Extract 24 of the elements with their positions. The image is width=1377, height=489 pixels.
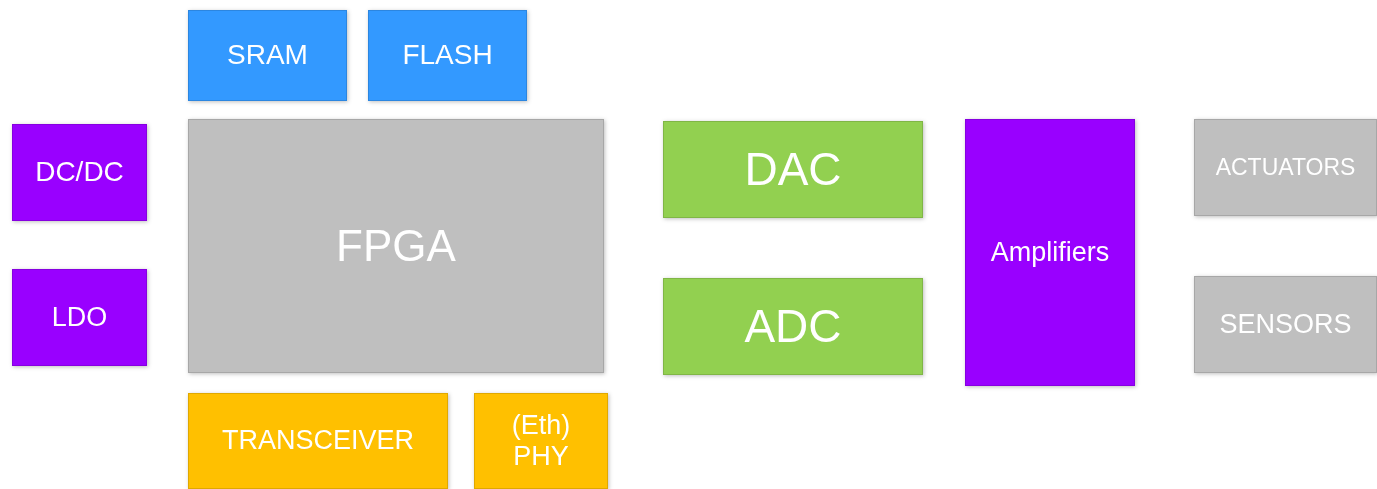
block-label: FPGA — [336, 220, 456, 272]
block-label: DAC — [744, 143, 842, 196]
interface-block — [188, 393, 448, 489]
block-label: SENSORS — [1219, 308, 1352, 340]
block-label: TRANSCEIVER — [221, 425, 414, 457]
block-label: ADC — [744, 300, 842, 353]
converter-block — [663, 278, 923, 375]
memory-block — [188, 10, 347, 101]
power-block — [12, 269, 147, 366]
power-block — [12, 124, 147, 221]
converter-block — [663, 121, 923, 218]
block-label: ACTUATORS — [1215, 154, 1356, 181]
interface-block — [474, 393, 608, 489]
block-label: (Eth) PHY — [510, 409, 572, 473]
peripheral-block — [1194, 276, 1377, 373]
block-label: FLASH — [402, 39, 493, 72]
block-label: DC/DC — [35, 156, 124, 189]
block-label: LDO — [51, 301, 108, 333]
memory-block — [368, 10, 527, 101]
block-label: SRAM — [227, 39, 308, 72]
block-label: Amplifiers — [990, 236, 1110, 268]
fpga-block — [188, 119, 604, 373]
amplifier-block — [965, 119, 1135, 386]
peripheral-block — [1194, 119, 1377, 216]
